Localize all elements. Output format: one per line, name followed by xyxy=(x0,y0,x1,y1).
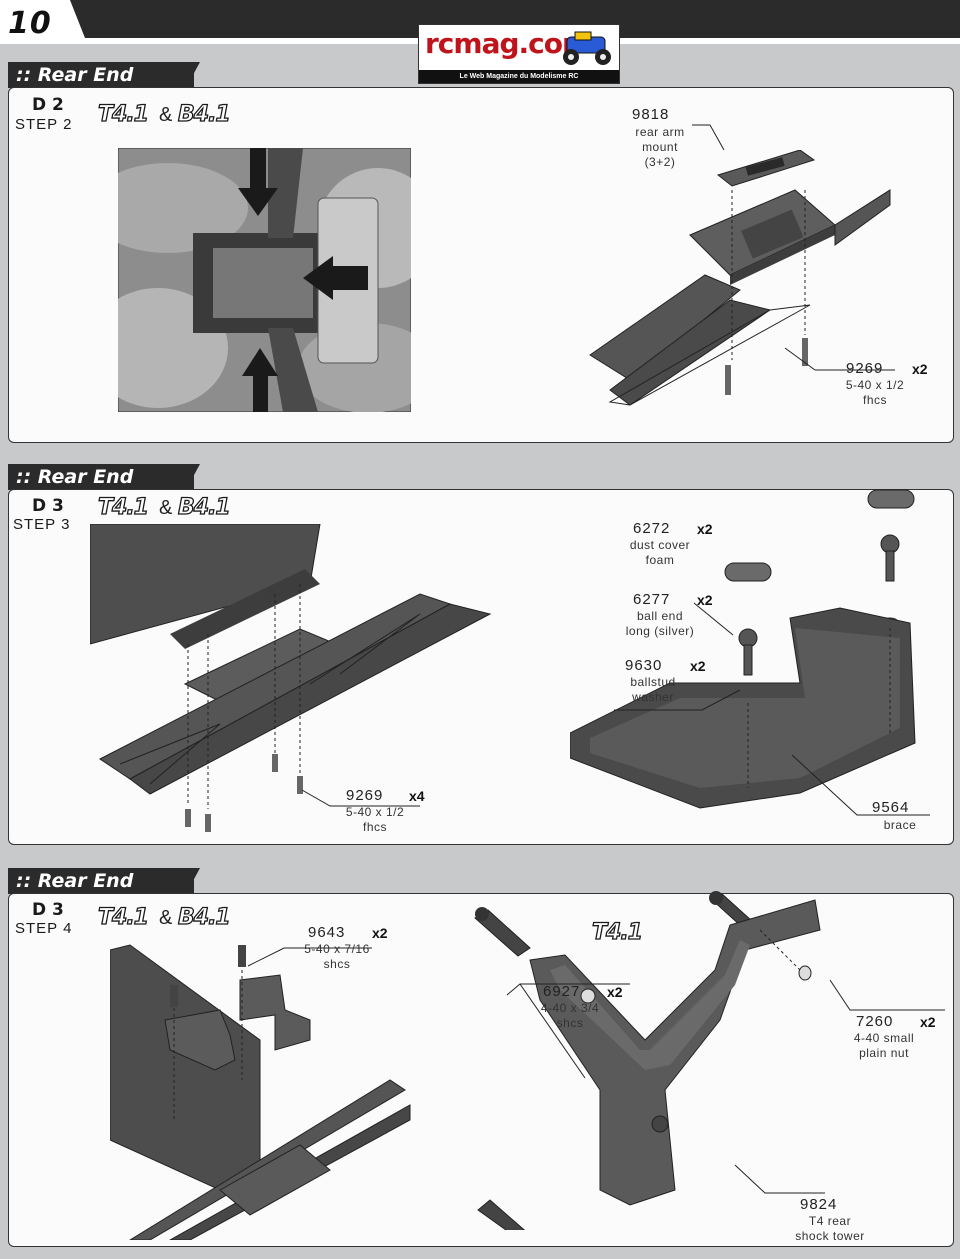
step-3-label: STEP 4 xyxy=(15,920,73,937)
desc-line: washer xyxy=(632,690,674,704)
part-desc-9824: T4 rear shock tower xyxy=(775,1214,885,1244)
desc-line: 5-40 x 7/16 xyxy=(304,942,370,956)
part-number-7260: 7260 xyxy=(856,1013,894,1030)
rear-arm-mount-diagram xyxy=(589,150,891,406)
part-desc-7260: 4-40 small plain nut xyxy=(830,1031,938,1061)
step-1-code: D 2 xyxy=(32,95,64,115)
ampersand: & xyxy=(159,104,173,126)
model-t41-badge-right: T4.1 xyxy=(591,919,643,945)
part-desc-9269: 5-40 x 1/2 fhcs xyxy=(320,805,430,835)
desc-line: rear arm xyxy=(635,125,685,139)
part-desc-6277: ball end long (silver) xyxy=(610,609,710,639)
part-desc-6927: 4-40 x 3/4 shcs xyxy=(516,1001,624,1031)
section-3-title: :: Rear End (cont.) xyxy=(8,868,194,918)
desc-line: ball end xyxy=(636,609,684,623)
part-desc-9564: brace xyxy=(862,818,938,833)
part-number-9818: 9818 xyxy=(632,106,670,123)
leader-lines-1 xyxy=(692,124,895,371)
model-b41-badge: B4.1 xyxy=(177,494,231,520)
model-t41-badge: T4.1 xyxy=(97,494,149,520)
label-tab-shape xyxy=(186,868,200,894)
part-qty-6927: x2 xyxy=(607,984,623,1000)
desc-line: 4-40 small xyxy=(853,1031,915,1045)
leader-lines-2 xyxy=(614,602,930,816)
part-desc-9269: 5-40 x 1/2 fhcs xyxy=(820,378,930,408)
part-number-6272: 6272 xyxy=(633,520,671,537)
desc-line: brace xyxy=(883,818,917,832)
header-bar-shape xyxy=(0,0,960,44)
section-2-title: :: Rear End (cont.) xyxy=(8,464,194,514)
part-qty-9269: x4 xyxy=(409,788,425,804)
desc-line: shock tower xyxy=(795,1229,865,1243)
step-3-code: D 3 xyxy=(32,900,64,920)
part-number-6927: 6927 xyxy=(543,983,581,1000)
desc-line: ballstud xyxy=(630,675,676,689)
leader-lines-3 xyxy=(506,979,945,1194)
model-b41-badge: B4.1 xyxy=(177,101,231,127)
part-qty-7260: x2 xyxy=(920,1014,936,1030)
assembly-photo xyxy=(118,148,411,412)
desc-line: T4 rear xyxy=(808,1214,852,1228)
desc-line: 5-40 x 1/2 xyxy=(845,378,905,392)
desc-line: dust cover xyxy=(629,538,691,552)
part-number-9269: 9269 xyxy=(346,787,384,804)
desc-line: 5-40 x 1/2 xyxy=(345,805,405,819)
part-number-9630: 9630 xyxy=(625,657,663,674)
part-qty-6272: x2 xyxy=(697,521,713,537)
buggy-icon xyxy=(563,31,611,65)
desc-line: fhcs xyxy=(862,393,887,407)
desc-line: (3+2) xyxy=(644,155,676,169)
part-number-6277: 6277 xyxy=(633,591,671,608)
section-1-title: :: Rear End (cont.) xyxy=(8,62,194,112)
ampersand: & xyxy=(159,497,173,519)
part-qty-6277: x2 xyxy=(697,592,713,608)
logo-tagline: Le Web Magazine du Modelisme RC xyxy=(419,70,619,83)
part-desc-6272: dust cover foam xyxy=(610,538,710,568)
model-t41-badge: T4.1 xyxy=(97,101,149,127)
label-tab-shape xyxy=(186,62,200,88)
part-desc-9643: 5-40 x 7/16 shcs xyxy=(283,942,391,972)
desc-line: fhcs xyxy=(362,820,387,834)
part-number-9643: 9643 xyxy=(308,924,346,941)
desc-line: long (silver) xyxy=(625,624,695,638)
chassis-arm-diagram xyxy=(90,524,492,832)
part-qty-9643: x2 xyxy=(372,925,388,941)
arm-mount-diagram xyxy=(110,944,411,1240)
part-number-9824: 9824 xyxy=(800,1196,838,1213)
ampersand: & xyxy=(159,907,173,929)
desc-line: mount xyxy=(642,140,678,154)
model-t41-badge: T4.1 xyxy=(97,904,149,930)
leader-line-9269 xyxy=(301,789,420,807)
part-qty-9269: x2 xyxy=(912,361,928,377)
part-qty-9630: x2 xyxy=(690,658,706,674)
part-number-9269: 9269 xyxy=(846,360,884,377)
page-number: 10 xyxy=(8,6,52,41)
step-1-label: STEP 2 xyxy=(15,116,73,133)
desc-line: plain nut xyxy=(859,1046,909,1060)
desc-line: 4-40 x 3/4 xyxy=(540,1001,600,1015)
desc-line: shcs xyxy=(323,957,351,971)
model-b41-badge: B4.1 xyxy=(177,904,231,930)
part-desc-9630: ballstud washer xyxy=(603,675,703,705)
step-2-code: D 3 xyxy=(32,496,64,516)
page-header: 10 xyxy=(0,0,960,50)
rcmag-logo: rcmag.com Le Web Magazine du Modelisme R… xyxy=(418,24,620,84)
leader-line-9643 xyxy=(247,947,372,967)
desc-line: shcs xyxy=(556,1016,584,1030)
label-tab-shape xyxy=(186,464,200,490)
brace-diagram xyxy=(570,489,916,809)
part-number-9564: 9564 xyxy=(872,799,910,816)
part-desc-9818: rear arm mount (3+2) xyxy=(610,125,710,170)
step-2-label: STEP 3 xyxy=(13,516,71,533)
shock-tower-diagram xyxy=(474,891,821,1230)
desc-line: foam xyxy=(645,553,675,567)
